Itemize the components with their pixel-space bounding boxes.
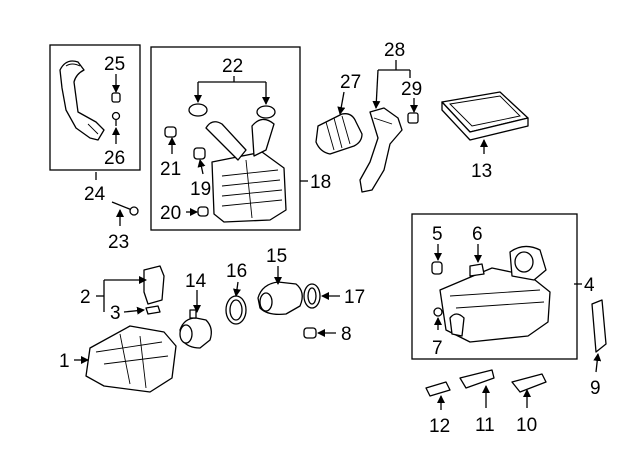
- callout-14: 14: [185, 271, 207, 292]
- intake-duct-part-28: [359, 107, 403, 193]
- air-cleaner-body-part-1: [85, 325, 177, 393]
- throttle-adapter-part-15: [257, 281, 303, 316]
- callout-17: 17: [344, 287, 365, 308]
- gasket-part-3: [145, 305, 161, 315]
- callout-13: 13: [471, 161, 492, 182]
- callout-24: 24: [84, 184, 106, 205]
- callout-18: 18: [310, 172, 331, 193]
- callout-4: 4: [584, 275, 595, 296]
- gasket-part-17: [303, 283, 321, 309]
- callout-20: 20: [160, 203, 181, 224]
- callout-9: 9: [590, 378, 601, 399]
- bracket-part-9: [591, 299, 607, 353]
- callout-21: 21: [160, 159, 181, 180]
- group-box-resonator: [150, 46, 301, 231]
- callout-3: 3: [110, 303, 121, 324]
- callout-labels: 1 2 3 4 5 6 7 8 9 10 11 12 13 14 15 16 1…: [59, 40, 601, 437]
- callout-11: 11: [475, 415, 495, 436]
- callout-1: 1: [59, 351, 70, 372]
- bracket-part-12: [425, 381, 451, 397]
- o-ring-part-22-right: [256, 105, 276, 119]
- bolt-part-23: [111, 201, 139, 216]
- callout-23: 23: [108, 232, 129, 253]
- callout-22: 22: [222, 56, 243, 77]
- callout-16: 16: [226, 261, 247, 282]
- clip-part-29: [407, 112, 419, 124]
- callout-8: 8: [341, 324, 352, 345]
- callout-25: 25: [104, 54, 125, 75]
- group-box-resonator-hose: [49, 44, 141, 171]
- callout-7: 7: [432, 338, 443, 359]
- grommet-part-7: [433, 307, 443, 317]
- callout-27: 27: [340, 72, 361, 93]
- callout-2: 2: [80, 287, 91, 308]
- callout-28: 28: [384, 40, 405, 61]
- leader-lines: [74, 60, 602, 410]
- adapter-part-14: [179, 309, 212, 349]
- callout-26: 26: [104, 148, 125, 169]
- callout-6: 6: [472, 224, 483, 245]
- callout-29: 29: [401, 79, 422, 100]
- callout-10: 10: [516, 415, 537, 436]
- intake-duct-part: [59, 60, 105, 141]
- air-filter-part: [441, 91, 529, 141]
- o-ring-part-22-left: [188, 103, 208, 117]
- screw-part-26: [111, 111, 121, 126]
- grommet-part-5: [431, 261, 443, 275]
- callout-5: 5: [432, 224, 443, 245]
- intake-hose-part-27: [315, 113, 363, 155]
- grommet-part-20: [197, 206, 209, 217]
- clip-part-25: [111, 92, 121, 103]
- callout-12: 12: [429, 416, 450, 437]
- grommet-part-6: [469, 263, 485, 277]
- grommet-part-21: [164, 126, 177, 138]
- bracket-part-10: [511, 373, 547, 393]
- grommet-part-19: [193, 147, 206, 160]
- air-cleaner-assembly-part-4: [439, 245, 551, 343]
- clamp-part-16: [225, 295, 247, 325]
- grommet-part-8: [303, 327, 317, 339]
- resonator-part: [205, 118, 287, 223]
- group-box-air-cleaner: [411, 213, 578, 360]
- bracket-part-11: [459, 369, 495, 389]
- callout-15: 15: [266, 246, 287, 267]
- callout-19: 19: [190, 179, 211, 200]
- sensor-part-2: [143, 265, 165, 305]
